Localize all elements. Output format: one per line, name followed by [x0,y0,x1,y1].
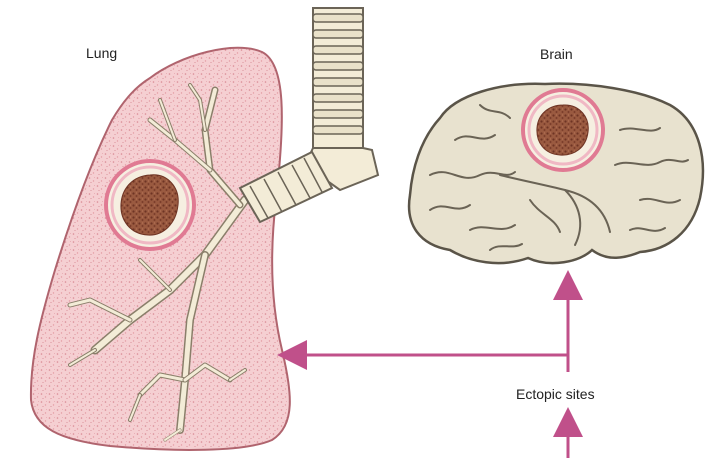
brain-label: Brain [540,46,573,62]
lung-illustration [31,48,290,450]
brain-illustration [409,84,703,263]
metastasis-arrows [292,285,568,458]
lung-label: Lung [86,45,117,61]
brain-tumor [523,90,603,170]
ectopic-sites-label: Ectopic sites [516,386,595,402]
lung-tumor [106,161,194,249]
